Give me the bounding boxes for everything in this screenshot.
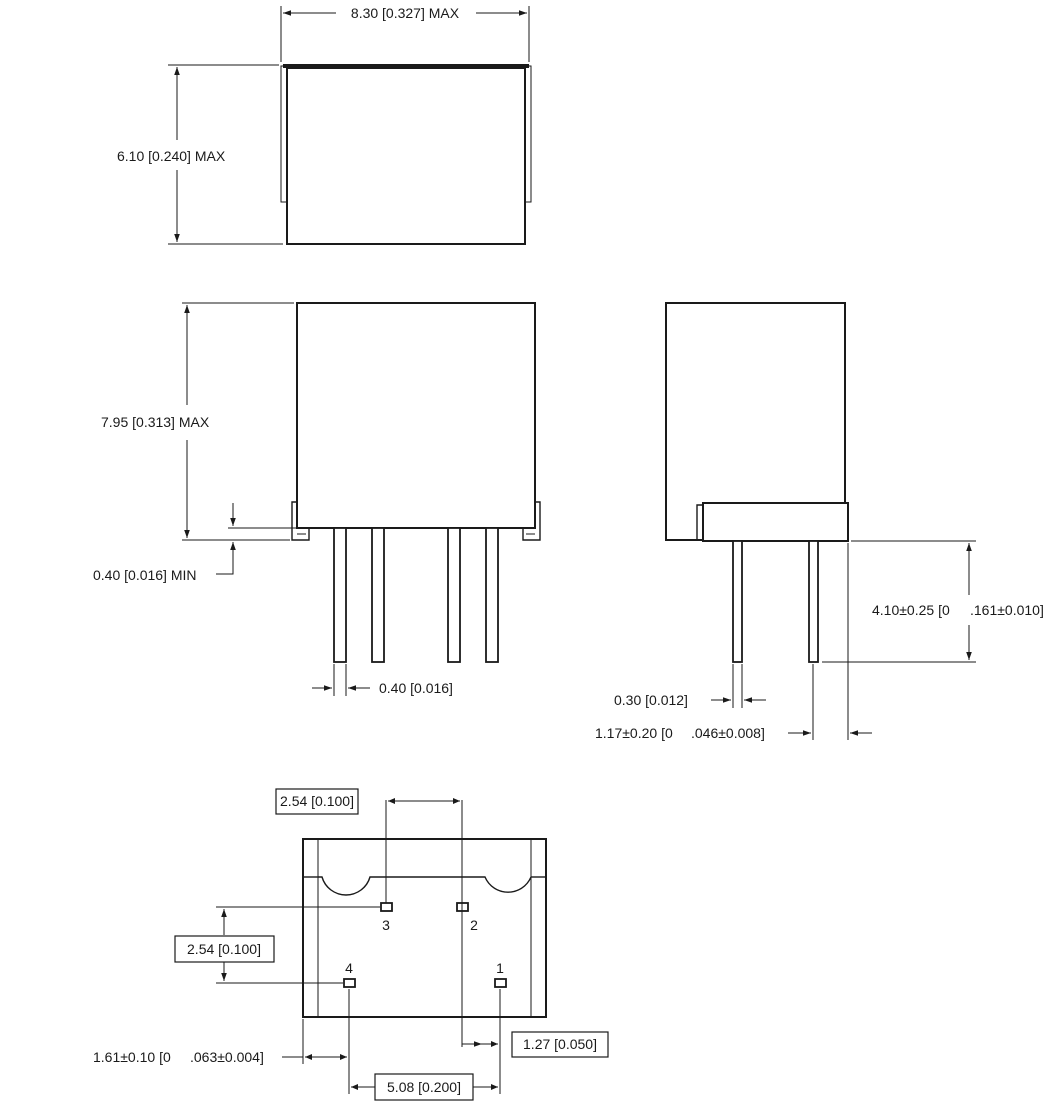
pin-length-inch-label: .161±0.010] — [970, 602, 1044, 618]
pin-length-label: 4.10±0.25 [0 — [872, 602, 950, 618]
top-width-label: 8.30 [0.327] MAX — [351, 5, 460, 21]
pin1-offset-label: 1.27 [0.050] — [523, 1036, 597, 1052]
top-view: 8.30 [0.327] MAX 6.10 [0.240] MAX — [117, 5, 532, 245]
pad-4 — [343, 978, 356, 988]
pitch-y-box — [174, 935, 275, 963]
side-pin — [808, 540, 819, 663]
edge-offset-inch-label: .063±0.004] — [190, 1049, 264, 1065]
pad-3 — [380, 902, 393, 912]
bottom-view: 3 2 4 1 2.54 [0.100] 2.54 [0.100] 1.61±0… — [93, 788, 609, 1101]
front-height-label: 7.95 [0.313] MAX — [101, 414, 210, 430]
front-pin — [333, 527, 347, 663]
pin-2-label: 2 — [470, 917, 478, 933]
pin-1-label: 1 — [496, 960, 504, 976]
front-pin — [485, 527, 499, 663]
pin-offset-label: 1.17±0.20 [0 — [595, 725, 673, 741]
top-view-body — [286, 67, 526, 245]
top-height-label: 6.10 [0.240] MAX — [117, 148, 226, 164]
front-view-body — [296, 302, 536, 529]
pin-offset-inch-label: .046±0.008] — [691, 725, 765, 741]
pin1-offset-box — [511, 1031, 609, 1058]
row-span-box — [374, 1073, 474, 1101]
edge-offset-label: 1.61±0.10 [0 — [93, 1049, 171, 1065]
pin-3-label: 3 — [382, 917, 390, 933]
pitch-x-box — [275, 788, 359, 815]
row-span-label: 5.08 [0.200] — [387, 1079, 461, 1095]
side-view: 4.10±0.25 [0 .161±0.010] 0.30 [0.012] 1.… — [595, 302, 1044, 741]
front-pin — [447, 527, 461, 663]
front-view: 7.95 [0.313] MAX 0.40 [0.016] MIN 0.40 [… — [93, 302, 541, 696]
bottom-view-outline — [302, 838, 547, 1018]
side-view-base — [702, 502, 849, 542]
standoff-label: 0.40 [0.016] MIN — [93, 567, 197, 583]
pin-thickness-label: 0.30 [0.012] — [614, 692, 688, 708]
side-pin — [732, 540, 743, 663]
pad-1 — [494, 978, 507, 988]
pin-width-label: 0.40 [0.016] — [379, 680, 453, 696]
pitch-y-label: 2.54 [0.100] — [187, 941, 261, 957]
front-pin — [371, 527, 385, 663]
pin-4-label: 4 — [345, 960, 353, 976]
pitch-x-label: 2.54 [0.100] — [280, 793, 354, 809]
